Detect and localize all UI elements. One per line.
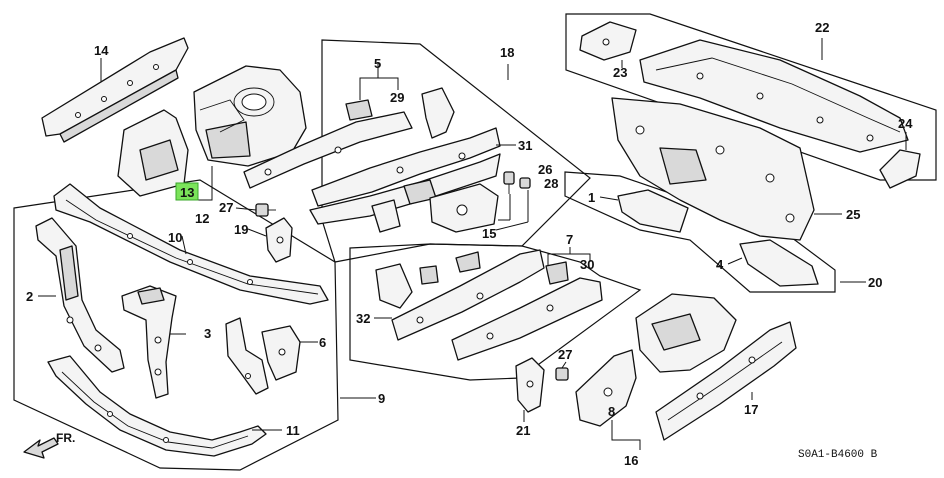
callout-11: 11: [286, 423, 300, 438]
callout-12: 12: [195, 211, 209, 226]
group-outline-22: [565, 13, 937, 181]
part-25-firewall: [611, 97, 815, 241]
callout-2: 2: [26, 289, 33, 304]
callout-27-lower: 27: [558, 347, 572, 362]
leader-lines: [38, 38, 907, 450]
part-27-bolt-lower: [555, 367, 569, 381]
callout-25: 25: [846, 207, 860, 222]
group-outline-15: [349, 243, 642, 381]
callout-14: 14: [94, 43, 109, 58]
callout-18: 18: [500, 45, 514, 60]
callout-1: 1: [588, 190, 595, 205]
part-15-bracket: [429, 183, 499, 233]
part-2-side-support: [35, 217, 125, 373]
part-1-panel: [617, 189, 689, 233]
callout-22: 22: [815, 20, 829, 35]
callout-28: 28: [544, 176, 558, 191]
part-19-bracket: [265, 217, 293, 263]
part-16-rail: [635, 293, 737, 373]
part-6-bracket: [225, 317, 301, 395]
part-28-bolt: [519, 177, 531, 189]
callout-21: 21: [516, 423, 530, 438]
callout-30: 30: [580, 257, 594, 272]
callout-15: 15: [482, 226, 496, 241]
callout-27-upper: 27: [219, 200, 233, 215]
part-26-bolt: [503, 171, 515, 194]
callout-8: 8: [608, 404, 615, 419]
callout-24: 24: [898, 116, 913, 131]
callout-3: 3: [204, 326, 211, 341]
part-23-bracket: [579, 21, 637, 61]
part-14-upper-rail: [41, 37, 189, 143]
callout-32: 32: [356, 311, 370, 326]
callout-10: 10: [168, 230, 182, 245]
part-4-panel: [739, 239, 819, 287]
part-front-rail-left: [391, 249, 603, 361]
part-8-panel: [575, 349, 637, 427]
callout-17: 17: [744, 402, 758, 417]
part-18-rail-assembly: [243, 87, 501, 233]
callout-13: 13: [180, 185, 194, 200]
part-22-cowl: [639, 39, 909, 153]
callout-16: 16: [624, 453, 638, 468]
callout-5: 5: [374, 56, 381, 71]
part-3-center-support: [121, 285, 177, 399]
part-30-bracket: [545, 261, 569, 285]
front-arrow-icon: [23, 437, 59, 459]
diagram-code: S0A1-B4600 B: [798, 449, 878, 461]
part-10-crossmember: [53, 183, 329, 305]
callout-6: 6: [319, 335, 326, 350]
callout-19: 19: [234, 222, 248, 237]
part-12-shock-tower: [117, 65, 307, 197]
part-24-bracket: [879, 149, 921, 189]
group-outline-9: [13, 179, 339, 471]
part-17-rail: [655, 321, 797, 441]
part-21-bracket: [515, 357, 545, 413]
callout-20: 20: [868, 275, 882, 290]
front-label: FR.: [56, 431, 75, 445]
part-32-bracket: [375, 263, 413, 309]
callout-4: 4: [716, 257, 724, 272]
callout-31: 31: [518, 138, 532, 153]
callout-29: 29: [390, 90, 404, 105]
highlight-13-box: [175, 182, 199, 201]
callout-23: 23: [613, 65, 627, 80]
callout-26: 26: [538, 162, 552, 177]
callout-9: 9: [378, 391, 385, 406]
callout-7: 7: [566, 232, 573, 247]
front-direction-arrow: FR.: [23, 431, 75, 459]
part-27-bolt: [255, 203, 276, 217]
callouts: 14 13 12 10 2 3 6 9 11 27 19 5 29 18 31 …: [26, 20, 913, 468]
